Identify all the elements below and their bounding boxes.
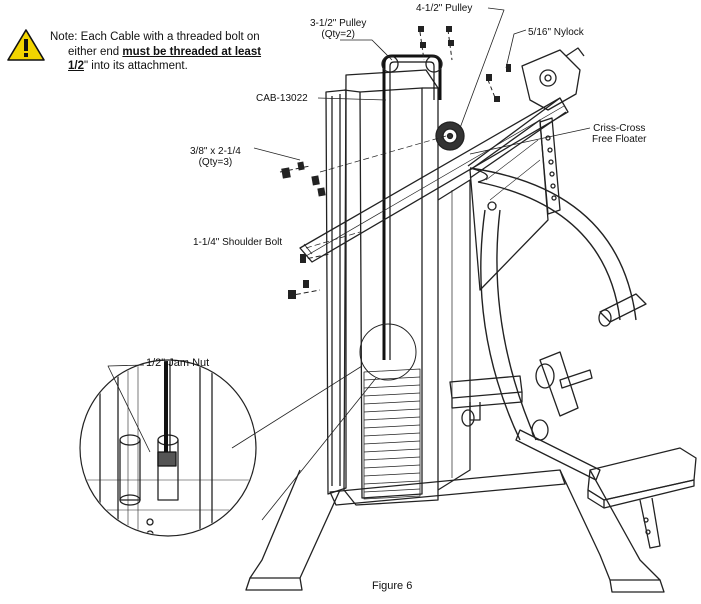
note-emphasis: must be threaded at least (122, 45, 262, 58)
note-text: Note: Each Cable with a threaded bolt on… (50, 30, 300, 74)
note-block: Note: Each Cable with a threaded bolt on… (4, 4, 304, 84)
upper-boom (299, 97, 569, 263)
label-crisscross: Criss-Cross Free Floater (592, 123, 647, 145)
figure-caption: Figure 6 (372, 580, 413, 592)
exploded-hardware (279, 29, 497, 297)
press-arm (469, 167, 637, 321)
label-pulley-small: 3-1/2" Pulley (Qty=2) (310, 18, 367, 40)
label-jam-nut: 1/2" Jam Nut (146, 357, 210, 369)
top-pulley-right (425, 55, 443, 73)
note-line-3: 1/2" into its attachment. (68, 60, 188, 72)
weight-stack-frame (343, 69, 439, 506)
label-nylock: 5/16" Nylock (528, 27, 584, 38)
base-left-leg (249, 469, 341, 579)
top-pulley-left (381, 55, 399, 73)
right-upright (469, 119, 549, 291)
label-pulley-large: 4-1/2" Pulley (416, 3, 473, 14)
detail-view (79, 359, 257, 537)
warning-triangle-icon (7, 29, 45, 61)
note-line-2: either end must be threaded at least (68, 45, 262, 58)
large-pulley (435, 121, 465, 151)
base-cross-beam (329, 469, 566, 506)
note-line-1: Note: Each Cable with a threaded bolt on (50, 31, 260, 43)
leader-lines (107, 7, 591, 453)
label-shoulder-bolt: 1-1/4" Shoulder Bolt (193, 237, 283, 248)
foot-rest (449, 375, 523, 399)
press-handle (599, 293, 647, 323)
cable (382, 54, 442, 360)
pivot-head (521, 49, 581, 111)
lower-arm (480, 209, 521, 441)
detail-callout-circle (359, 323, 417, 381)
label-bolt: 3/8" x 2-1/4 (Qty=3) (190, 146, 241, 168)
label-cable: CAB-13022 (256, 93, 308, 104)
base-right-leg (559, 469, 661, 581)
seat-post (639, 497, 661, 549)
bolt-parts (281, 26, 511, 299)
weight-plates (363, 368, 421, 500)
